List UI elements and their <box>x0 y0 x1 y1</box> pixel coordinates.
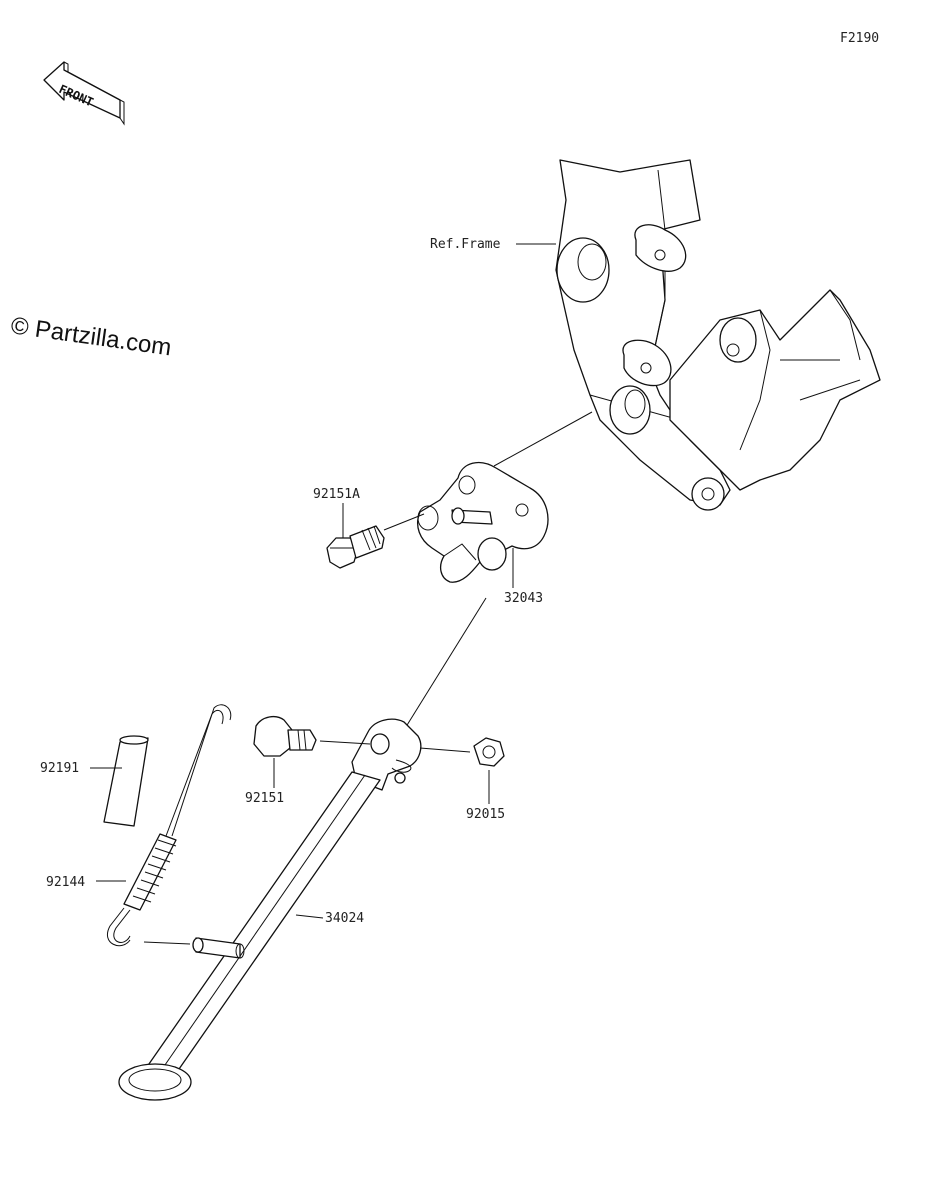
front-arrow-icon: FRONT <box>43 61 125 126</box>
part-92191-sleeve <box>103 735 149 827</box>
label-32043: 32043 <box>504 591 543 606</box>
frame-ref <box>555 159 881 511</box>
label-92144: 92144 <box>46 875 85 890</box>
watermark: © Partzilla.com <box>9 312 173 361</box>
label-92151A: 92151A <box>313 487 360 502</box>
figure-number: F2190 <box>840 31 879 46</box>
label-34024: 34024 <box>325 911 364 926</box>
part-32043-bracket <box>417 461 549 583</box>
frame-boss-upper <box>556 237 610 303</box>
label-ref-frame: Ref.Frame <box>430 237 501 252</box>
label-92151: 92151 <box>245 791 284 806</box>
part-92015-nut <box>473 737 505 767</box>
part-34024-side-stand <box>118 718 422 1101</box>
part-92144-spring <box>107 704 232 947</box>
part-92151-bolt <box>253 715 317 757</box>
frame-boss-lower <box>609 385 651 435</box>
part-92151A-bolt <box>326 525 385 569</box>
label-92015: 92015 <box>466 807 505 822</box>
label-92191: 92191 <box>40 761 79 776</box>
